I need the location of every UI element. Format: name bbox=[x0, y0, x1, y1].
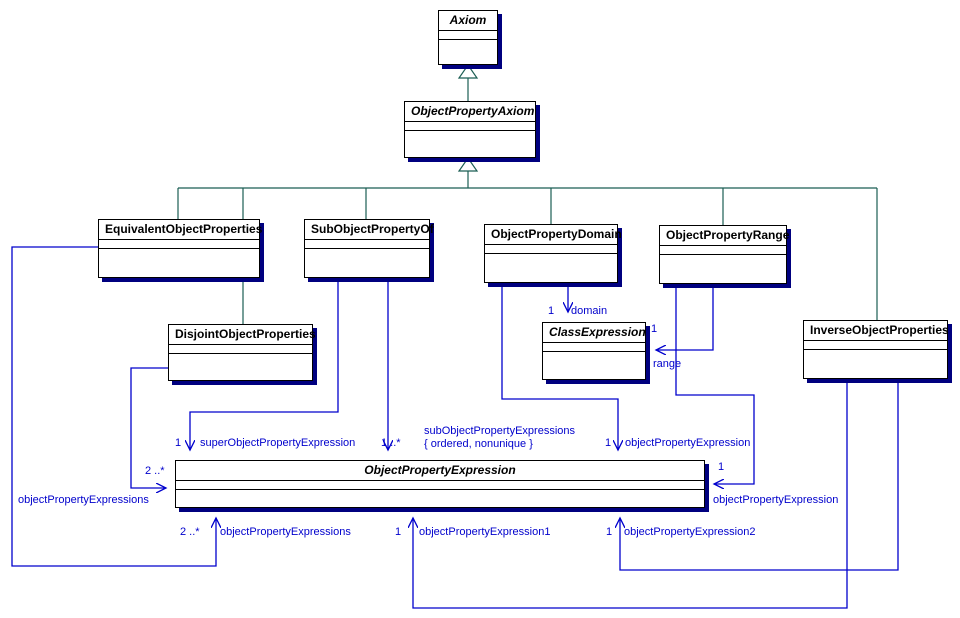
class-attributes-equivalentobjectproperties bbox=[99, 240, 259, 249]
class-name-objectpropertyaxiom: ObjectPropertyAxiom bbox=[405, 102, 535, 122]
class-box-objectpropertydomain[interactable]: ObjectPropertyDomain bbox=[484, 224, 622, 283]
class-attributes-classexpression bbox=[543, 343, 645, 352]
label-objectpropertyexpression1-multiplicity: 1 bbox=[395, 526, 402, 538]
class-name-inverseobjectproperties: InverseObjectProperties bbox=[804, 321, 949, 341]
class-name-equivalentobjectproperties: EquivalentObjectProperties bbox=[99, 220, 262, 240]
label-superobjectpropertyexpression-role: superObjectPropertyExpression bbox=[200, 437, 356, 449]
class-attributes-objectpropertydomain bbox=[485, 245, 617, 254]
class-box-inverseobjectproperties[interactable]: InverseObjectProperties bbox=[803, 320, 949, 379]
generalization-tree-objectpropertyaxiom bbox=[177, 156, 878, 324]
class-name-classexpression: ClassExpression bbox=[543, 323, 646, 343]
association-equivalentobjectproperties-ope bbox=[11, 246, 216, 567]
class-box-equivalentobjectproperties[interactable]: EquivalentObjectProperties bbox=[98, 219, 262, 278]
label-subobjectpropertyexpressions-constraint: { ordered, nonunique } bbox=[424, 438, 533, 450]
association-inverseobjectproperties-ope2 bbox=[620, 379, 899, 571]
class-box-objectpropertyrange[interactable]: ObjectPropertyRange bbox=[659, 225, 789, 284]
class-box-subobjectpropertyof[interactable]: SubObjectPropertyOf bbox=[304, 219, 434, 278]
class-attributes-inverseobjectproperties bbox=[804, 341, 947, 350]
label-objectpropertyexpression2-role: objectPropertyExpression2 bbox=[624, 526, 756, 538]
class-box-disjointobjectproperties[interactable]: DisjointObjectProperties bbox=[168, 324, 316, 381]
class-attributes-axiom bbox=[439, 31, 497, 40]
label-range-ope-right-multiplicity: 1 bbox=[718, 461, 725, 473]
association-objectpropertydomain-ope bbox=[501, 283, 618, 450]
association-disjointobjectproperties-ope bbox=[130, 367, 168, 488]
class-attributes-objectpropertyexpression bbox=[176, 481, 704, 490]
label-range-role: range bbox=[653, 358, 682, 370]
label-subobjectpropertyexpressions-role: subObjectPropertyExpressions bbox=[424, 425, 576, 437]
class-box-axiom[interactable]: Axiom bbox=[438, 10, 498, 65]
label-objectpropertyexpression1-role: objectPropertyExpression1 bbox=[419, 526, 551, 538]
label-domain-ope-role: objectPropertyExpression bbox=[625, 437, 751, 449]
class-name-objectpropertyexpression: ObjectPropertyExpression bbox=[176, 461, 704, 481]
label-domain-role: domain bbox=[571, 305, 608, 317]
label-disjoint-role: objectPropertyExpressions bbox=[18, 494, 149, 506]
label-objectpropertyexpression2-multiplicity: 1 bbox=[606, 526, 613, 538]
class-box-objectpropertyexpression[interactable]: ObjectPropertyExpression bbox=[175, 460, 705, 508]
label-superobjectpropertyexpression-multiplicity: 1 bbox=[175, 437, 182, 449]
class-name-disjointobjectproperties: DisjointObjectProperties bbox=[169, 325, 316, 345]
label-range-multiplicity: 1 bbox=[651, 323, 658, 335]
class-name-objectpropertyrange: ObjectPropertyRange bbox=[660, 226, 789, 246]
class-attributes-objectpropertyaxiom bbox=[405, 122, 535, 131]
label-disjoint-multiplicity: 2 ..* bbox=[145, 465, 165, 477]
class-box-objectpropertyaxiom[interactable]: ObjectPropertyAxiom bbox=[404, 101, 536, 158]
class-name-objectpropertydomain: ObjectPropertyDomain bbox=[485, 225, 622, 245]
label-domain-multiplicity: 1 bbox=[548, 305, 555, 317]
label-equivalent-role: objectPropertyExpressions bbox=[220, 526, 351, 538]
class-attributes-disjointobjectproperties bbox=[169, 345, 312, 354]
class-name-subobjectpropertyof: SubObjectPropertyOf bbox=[305, 220, 434, 240]
label-domain-ope-multiplicity: 1 bbox=[605, 437, 612, 449]
class-attributes-objectpropertyrange bbox=[660, 246, 786, 255]
class-attributes-subobjectpropertyof bbox=[305, 240, 429, 249]
association-subobjectpropertyof-super-ope bbox=[190, 278, 339, 450]
generalization-objectpropertyaxiom-to-axiom bbox=[457, 63, 479, 101]
label-equivalent-multiplicity: 2 ..* bbox=[180, 526, 200, 538]
label-range-ope-right-role: objectPropertyExpression bbox=[713, 494, 839, 506]
association-inverseobjectproperties-ope1 bbox=[413, 379, 848, 609]
class-box-classexpression[interactable]: ClassExpression bbox=[542, 322, 646, 380]
association-objectpropertyrange-classexpression-range bbox=[656, 284, 714, 350]
label-subobjectpropertyexpressions-multiplicity: 1 ..* bbox=[381, 437, 401, 449]
association-objectpropertyrange-ope bbox=[675, 284, 755, 484]
class-name-axiom: Axiom bbox=[439, 11, 497, 31]
